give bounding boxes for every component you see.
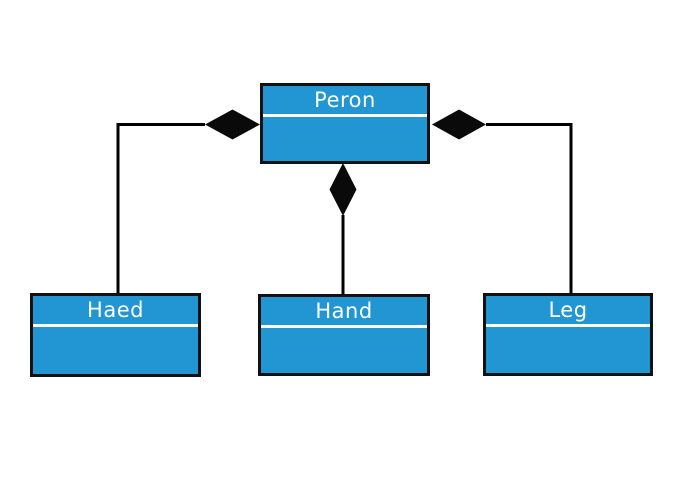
class-title-peron: Peron <box>263 86 427 117</box>
connector-peron-haed <box>116 123 205 293</box>
class-title-hand: Hand <box>261 297 427 328</box>
class-body-leg <box>486 327 650 373</box>
composition-diamond-icon-bottom <box>329 163 357 216</box>
class-title-haed: Haed <box>33 296 198 327</box>
class-node-haed: Haed <box>30 293 201 377</box>
class-body-hand <box>261 328 427 373</box>
class-node-peron: Peron <box>260 83 430 164</box>
composition-diamond-icon-left <box>205 109 260 140</box>
class-body-haed <box>33 327 198 374</box>
composition-diamond-icon-right <box>432 109 486 140</box>
class-title-leg: Leg <box>486 296 650 327</box>
class-body-peron <box>263 117 427 161</box>
class-node-leg: Leg <box>483 293 653 376</box>
connector-peron-leg <box>486 123 573 293</box>
class-node-hand: Hand <box>258 294 430 376</box>
